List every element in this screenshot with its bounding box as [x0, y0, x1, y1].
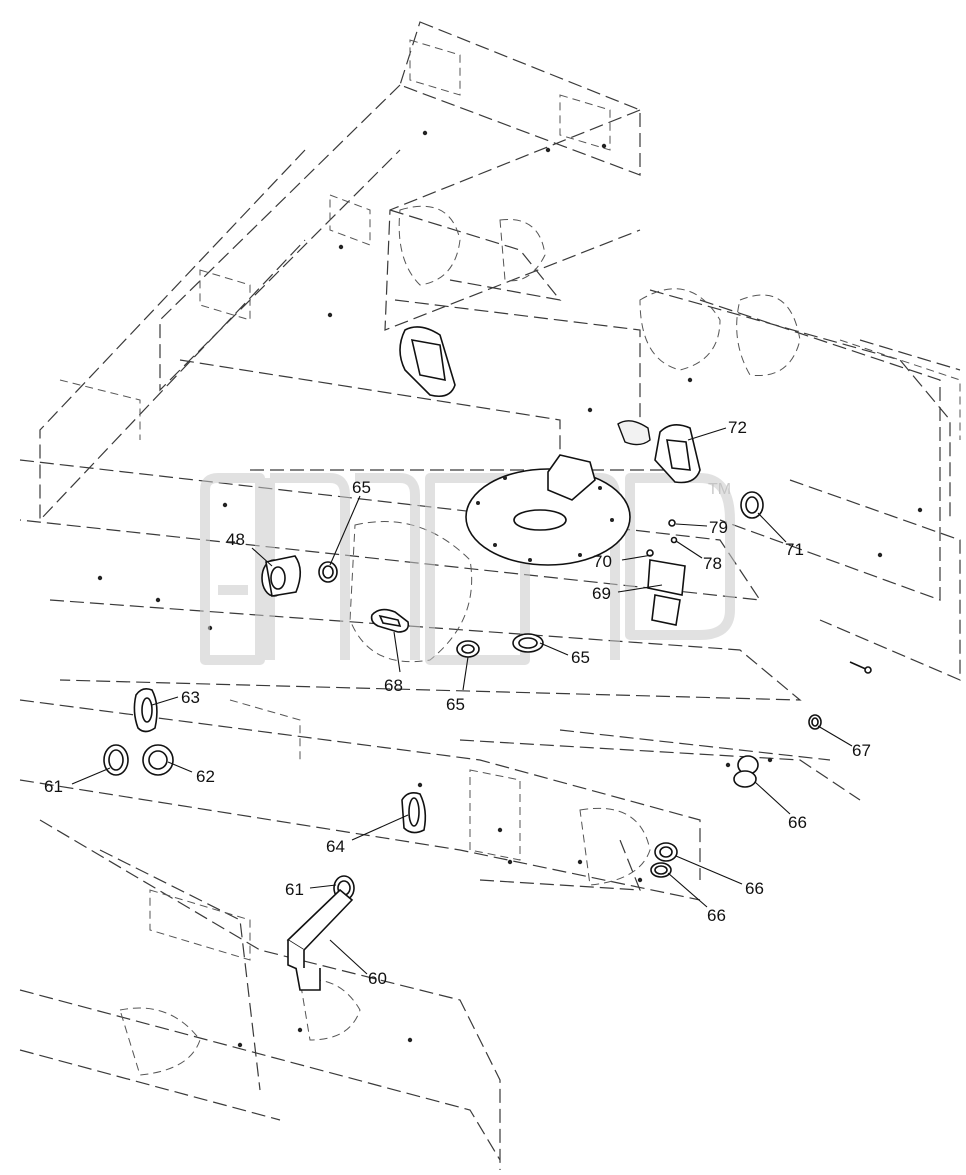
part-71-ring [740, 491, 764, 519]
part-65-grommet-c [512, 633, 544, 653]
callout-labels: 48 65 65 65 68 63 61 62 64 61 60 72 71 7… [44, 418, 871, 988]
part-48-grommet [261, 555, 302, 597]
callout-61-left: 61 [44, 777, 63, 796]
part-68-oblong-grommet [370, 608, 410, 633]
callout-63: 63 [181, 688, 200, 707]
parts [103, 326, 872, 991]
part-64-grommet [401, 792, 427, 834]
callout-65-lower: 65 [446, 695, 465, 714]
part-66-ring-b [654, 842, 678, 862]
bolt-dots [97, 130, 923, 1048]
watermark-trademark: TM [708, 481, 731, 498]
callout-71: 71 [785, 540, 804, 559]
callout-67: 67 [852, 741, 871, 760]
callout-61-center: 61 [285, 880, 304, 899]
part-66-ring-c [650, 862, 672, 878]
cable-clamp-upper [399, 326, 456, 398]
callout-70: 70 [593, 552, 612, 571]
callout-48: 48 [226, 530, 245, 549]
callout-65-top: 65 [352, 478, 371, 497]
part-65-grommet-b [456, 640, 480, 658]
part-60-duct [286, 888, 354, 991]
callout-69: 69 [592, 584, 611, 603]
chassis-frame-outline [19, 21, 961, 1170]
callout-66-mid: 66 [745, 879, 764, 898]
mounting-plate [465, 454, 631, 566]
callout-65-right: 65 [571, 648, 590, 667]
callout-66-top: 66 [788, 813, 807, 832]
part-66-ring-a [733, 755, 759, 788]
callout-78: 78 [703, 554, 722, 573]
callout-64: 64 [326, 837, 345, 856]
callout-60: 60 [368, 969, 387, 988]
callout-72: 72 [728, 418, 747, 437]
part-63-grommet [133, 688, 158, 733]
callout-66-bottom: 66 [707, 906, 726, 925]
part-65-grommet-a [318, 561, 338, 583]
bolt-right [849, 661, 872, 674]
callout-62: 62 [196, 767, 215, 786]
part-62-ring [142, 744, 174, 776]
leader-lines [71, 427, 853, 975]
part-67-small-ring [808, 714, 822, 730]
part-61-ring-left [103, 744, 129, 776]
callout-79: 79 [709, 518, 728, 537]
callout-68: 68 [384, 676, 403, 695]
